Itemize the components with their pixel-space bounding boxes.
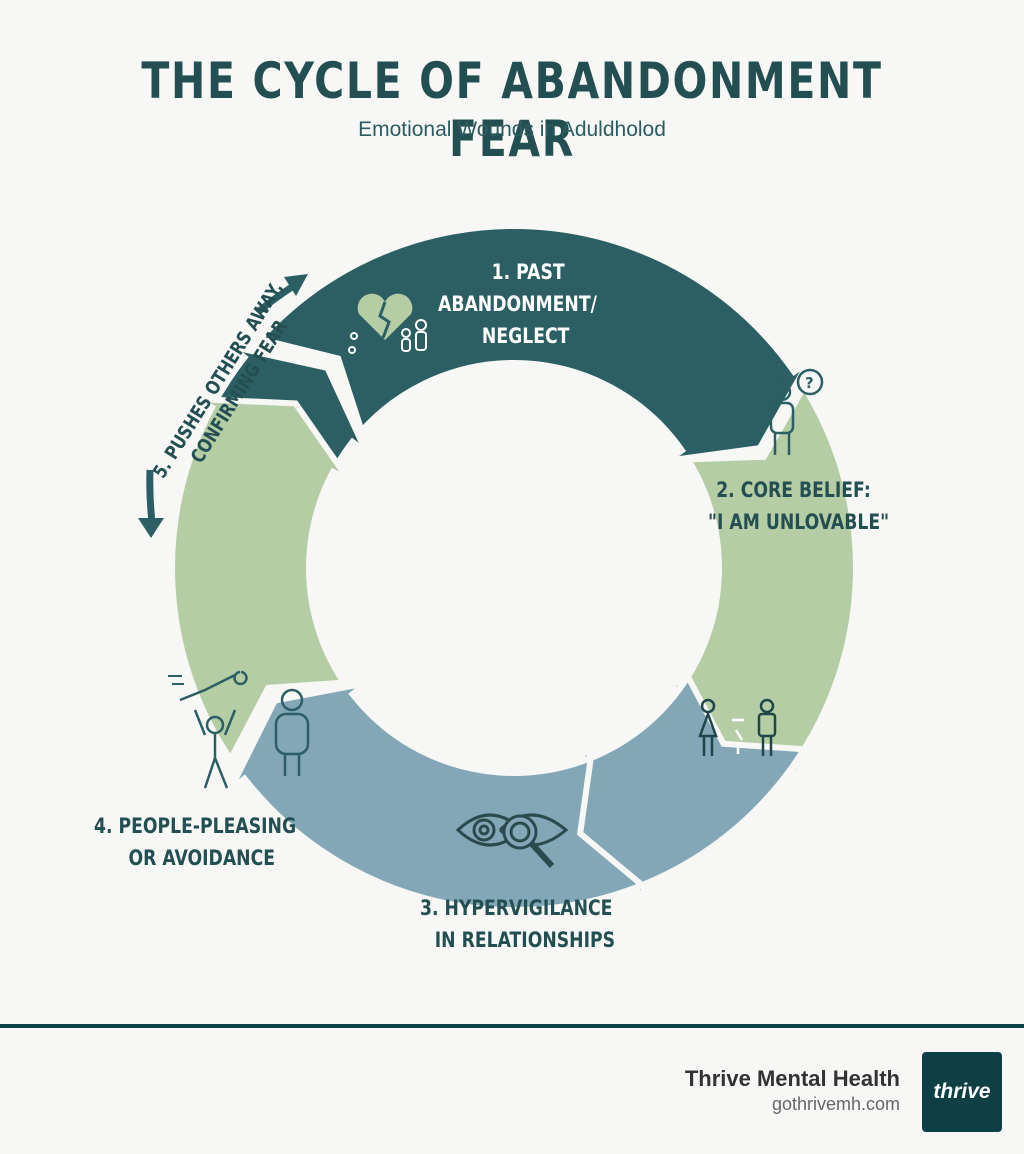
eye-magnifier-icon	[455, 813, 569, 869]
person-question-icon: ?	[769, 368, 824, 455]
page-title: THE CYCLE OF ABANDONMENT FEAR	[141, 52, 883, 168]
family-icon	[348, 319, 427, 354]
segment-3	[227, 680, 648, 913]
svg-text:?: ?	[805, 374, 814, 392]
step-2-label: 2. CORE BELIEF:"I AM UNLOVABLE"	[708, 478, 890, 534]
cycle-diagram: ?	[138, 223, 859, 913]
people-pleasing-icon	[168, 670, 310, 789]
segment-2	[664, 380, 859, 778]
footer-brand: Thrive Mental Health gothrivemh.com	[685, 1066, 900, 1115]
brand-url[interactable]: gothrivemh.com	[771, 1094, 900, 1114]
brand-name: Thrive Mental Health	[684, 1066, 900, 1091]
page-subtitle: Emotional Wounds in Aduldholod	[358, 118, 666, 141]
couple-icon	[698, 698, 777, 756]
segment-4	[169, 395, 352, 766]
footer-divider	[0, 1024, 1024, 1028]
thrive-logo: thrive	[922, 1052, 1002, 1132]
arrowhead-up	[284, 274, 308, 296]
arrowhead-down	[138, 518, 164, 538]
segment-1	[254, 223, 812, 464]
broken-heart-icon	[357, 293, 413, 340]
